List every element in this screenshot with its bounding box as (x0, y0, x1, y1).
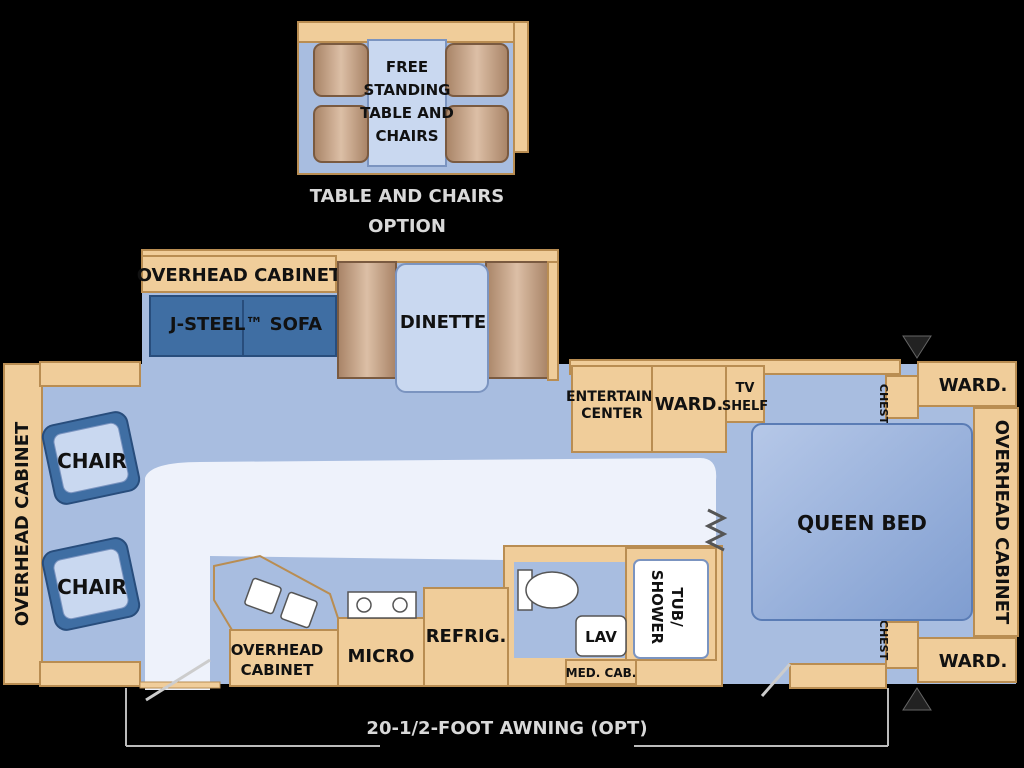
overhead-cabinet-left-label: OVERHEAD CABINET (12, 421, 33, 626)
option-table-text-3: TABLE AND (360, 104, 454, 122)
overhead-cabinet-right (973, 407, 1019, 637)
toilet-icon (517, 569, 579, 611)
awning-label: 20-1/2-FOOT AWNING (OPT) (366, 718, 647, 739)
entertain-label-1: ENTERTAIN. (566, 389, 658, 405)
chair-icon (41, 411, 141, 631)
table-chairs-option: FREE STANDING TABLE AND CHAIRS TABLE AND… (297, 21, 529, 237)
chest-top-label: CHEST (877, 384, 890, 425)
triangle-marker-icon (902, 687, 932, 711)
sink-icon (244, 577, 318, 629)
micro-label: MICRO (348, 646, 415, 667)
triangle-marker-icon (902, 335, 932, 359)
table-icon (367, 39, 447, 167)
option-caption-2: OPTION (368, 216, 446, 237)
overhead-cabinet-left (3, 363, 43, 685)
dinette-label: DINETTE (400, 312, 486, 333)
med-cab-label: MED. CAB. (566, 666, 637, 680)
tv-shelf (725, 365, 765, 423)
tub-label-2: SHOWER (648, 570, 666, 645)
chair-bottom-label: CHAIR (57, 575, 127, 599)
queen-bed-label: QUEEN BED (797, 511, 927, 535)
entry-door-icon (145, 658, 792, 702)
entertain-label-2: CENTER (581, 406, 643, 422)
microwave (337, 617, 425, 687)
sofa-label: J-STEEL™ SOFA (168, 314, 322, 335)
option-table-text-4: CHAIRS (375, 127, 438, 145)
option-caption-1: TABLE AND CHAIRS (310, 186, 505, 207)
stove-icon (347, 591, 417, 619)
wardrobe-bottom-right (917, 637, 1017, 683)
trailer-floorplan: OVERHEAD CABINET J-STEEL™ SOFA DINETTE O… (3, 249, 1019, 711)
refrig-label: REFRIG. (426, 626, 507, 647)
overhead-cabinet-bottom-label-2: CABINET (241, 661, 314, 679)
ward-top-right-label: WARD. (939, 375, 1008, 396)
overhead-cabinet-right-label: OVERHEAD CABINET (991, 420, 1012, 625)
ward-bottom-right-label: WARD. (939, 651, 1008, 672)
lav-label: LAV (585, 628, 617, 646)
queen-bed (751, 423, 973, 621)
chair-icon (313, 43, 509, 163)
tv-shelf-label-2: SHELF (722, 399, 768, 414)
awning-dimension: 20-1/2-FOOT AWNING (OPT) (125, 688, 889, 747)
overhead-cabinet-top-label: OVERHEAD CABINET (137, 265, 342, 286)
chair-top-label: CHAIR (57, 449, 127, 473)
medicine-cabinet (565, 659, 637, 685)
dinette (337, 261, 559, 393)
overhead-cabinet-bottom (229, 629, 339, 687)
ward-mid-label: WARD. (655, 394, 724, 415)
option-table-text-2: STANDING (364, 81, 451, 99)
lav-sink (575, 615, 627, 657)
aisle (145, 458, 717, 690)
option-table-text-1: FREE (386, 58, 428, 76)
refrigerator (423, 587, 509, 687)
overhead-cabinet-bottom-label-1: OVERHEAD (231, 641, 324, 659)
tub-label-1: TUB/ (668, 587, 686, 627)
chest-bottom-label: CHEST (877, 620, 890, 661)
tub-shower (633, 559, 709, 659)
overhead-cabinet-top (141, 255, 337, 293)
tv-shelf-label-1: TV (736, 381, 755, 396)
